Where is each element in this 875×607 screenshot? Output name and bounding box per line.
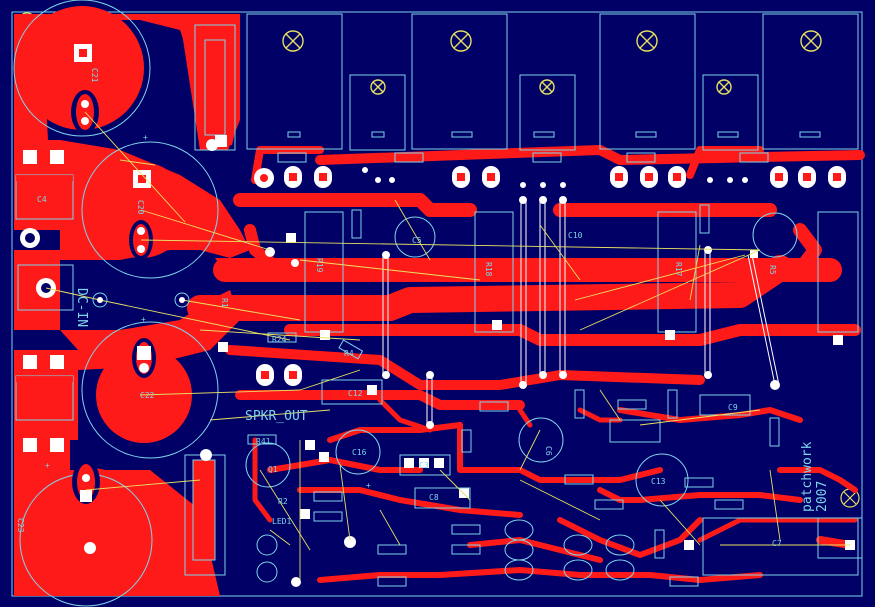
plus-mark-1: +	[143, 133, 148, 142]
ratsnest	[45, 111, 850, 580]
small-resistors	[247, 152, 780, 587]
vertical-links	[382, 200, 780, 425]
spkr-out-label: SPKR_OUT	[245, 409, 308, 424]
c12-label: C12	[348, 389, 363, 398]
r19-label: R19	[315, 258, 324, 273]
bus-traces	[187, 145, 865, 583]
vias	[362, 167, 748, 429]
fuse-holders	[184, 24, 236, 576]
small-transistors	[504, 519, 635, 581]
r41-label: R41	[256, 437, 271, 446]
c7-label: C7	[772, 539, 782, 548]
q1-label: Q1	[268, 465, 278, 474]
small-caps	[245, 212, 798, 583]
author-label: patchwork	[800, 441, 815, 512]
board-outline	[11, 11, 863, 597]
led-label: LED1	[272, 517, 291, 526]
c13-label: C13	[651, 477, 666, 486]
c23-pads	[72, 460, 100, 554]
rectifiers	[15, 150, 74, 452]
silkscreen-text: DC-IN SPKR_OUT patchwork 2007 C21 C23 C2…	[16, 68, 830, 548]
r5-label: R5	[768, 265, 777, 275]
c3-label: C3	[419, 461, 429, 470]
c23-label: C23	[16, 518, 25, 533]
c22-pads	[132, 338, 156, 378]
c22-label: C22	[140, 391, 155, 400]
c21-label: C21	[90, 68, 99, 83]
c9-label: C9	[728, 403, 738, 412]
heatsink-transistors	[246, 13, 859, 151]
r1-label: R1	[220, 298, 229, 308]
c20-label: C20	[136, 200, 145, 215]
year-label: 2007	[815, 481, 830, 512]
c6-label: C6	[544, 446, 553, 456]
r18-label: R18	[484, 262, 493, 277]
c4-label: C4	[37, 195, 47, 204]
c16-label: C16	[352, 448, 367, 457]
c5-label: C5	[412, 236, 422, 245]
plus-mark-3: +	[45, 461, 50, 470]
r17-label: R17	[674, 262, 683, 277]
c10-label: C10	[568, 231, 583, 240]
r4-label: R4	[344, 349, 354, 358]
dc-in-label: DC-IN	[74, 288, 89, 327]
r24-label: R24	[272, 335, 287, 344]
c8-label: C8	[429, 493, 439, 502]
dc-in-terminals	[92, 292, 190, 308]
plus-mark-2: +	[141, 315, 146, 324]
component-pads	[200, 135, 855, 587]
r2-label: R2	[278, 497, 288, 506]
copper-pours	[14, 6, 300, 596]
plus-mark-4: +	[366, 481, 371, 490]
